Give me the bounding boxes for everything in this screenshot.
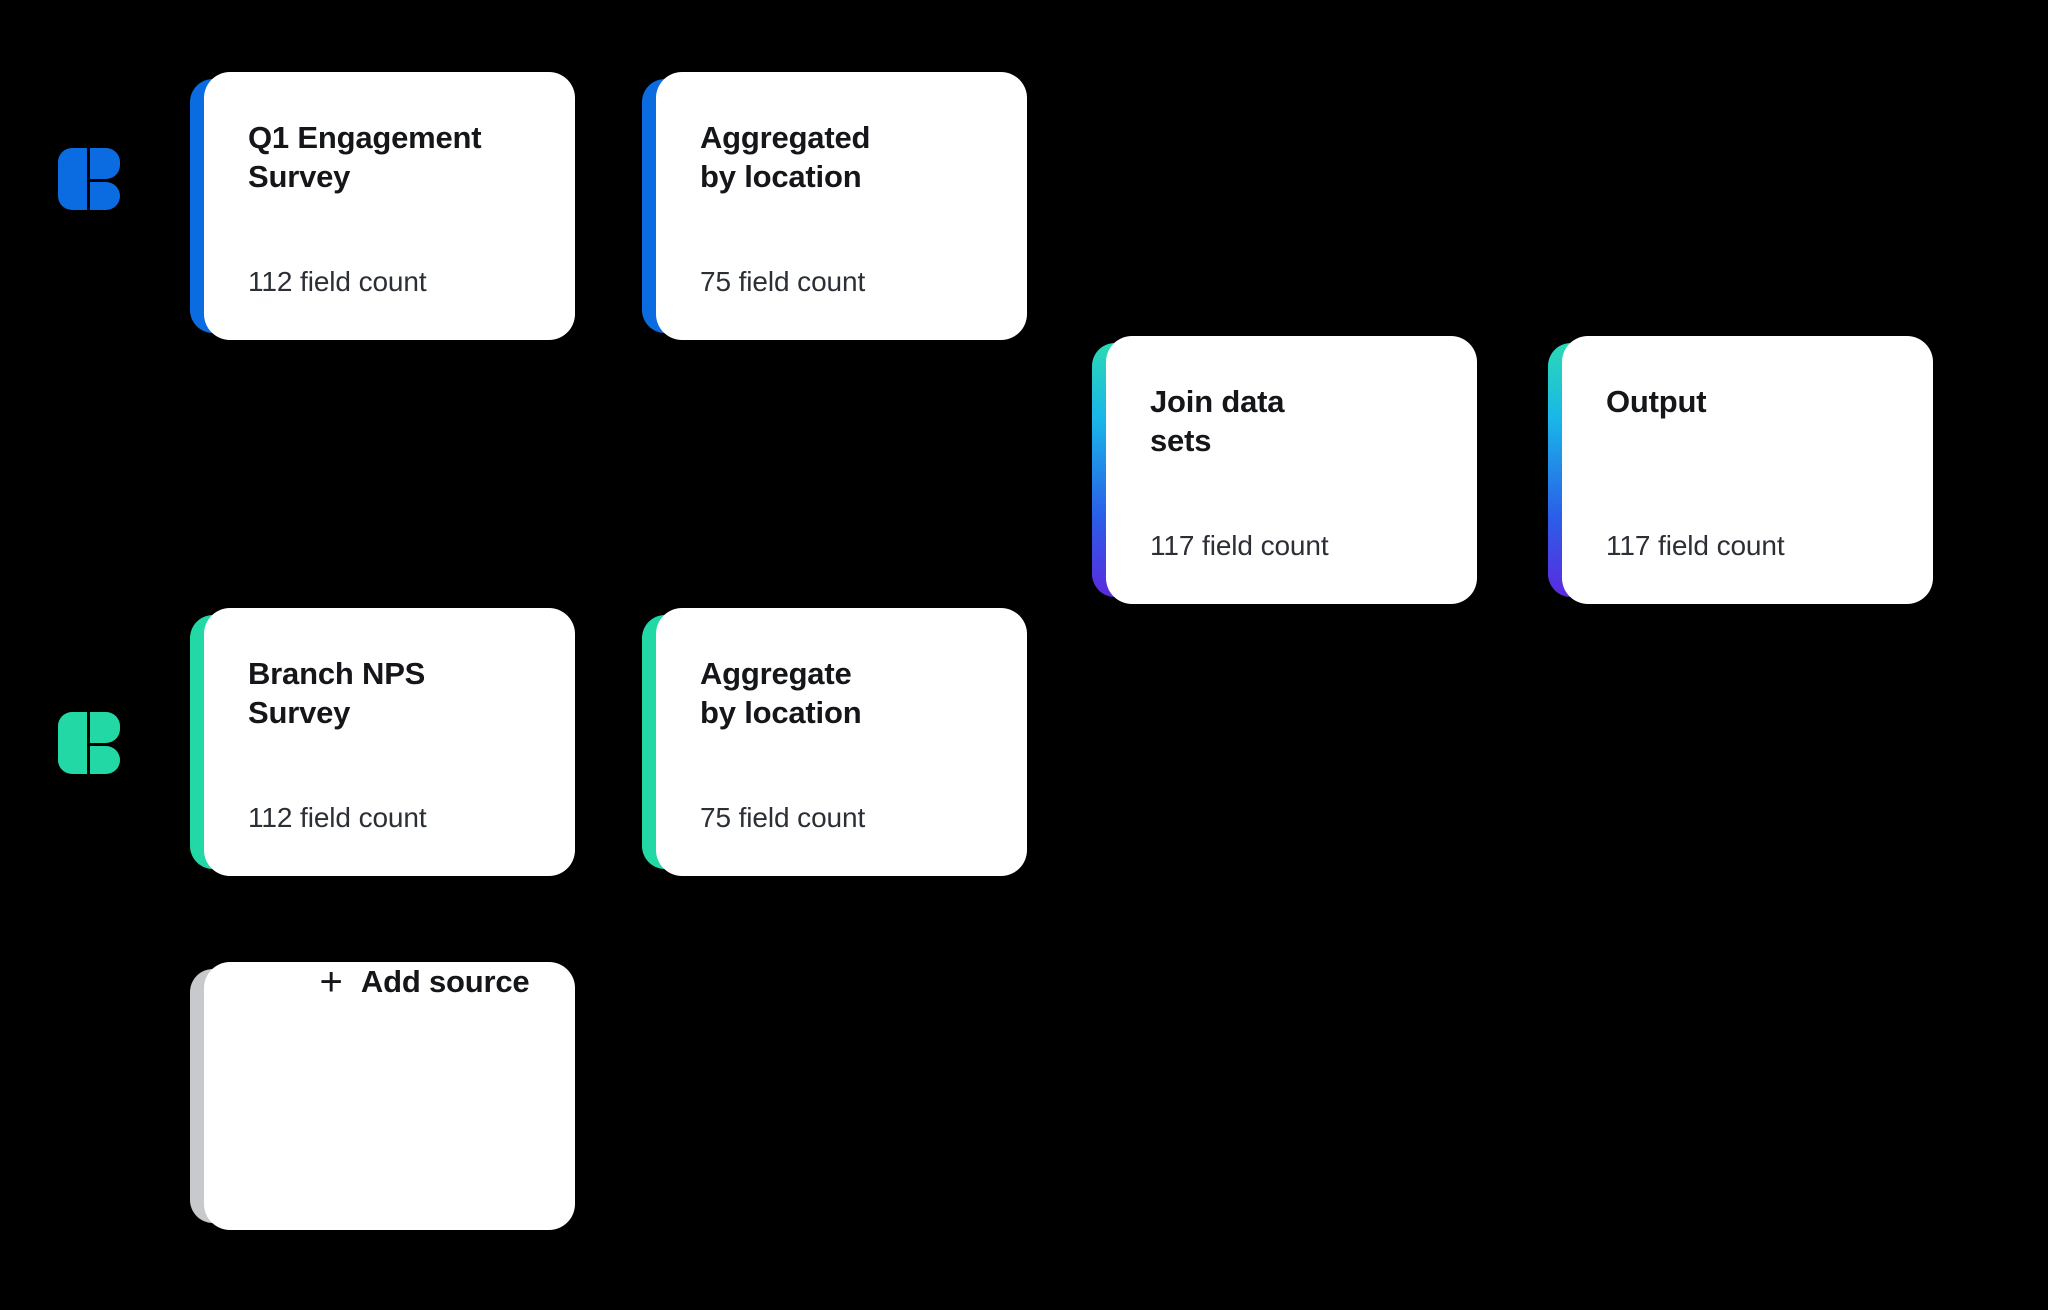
node-card[interactable]: Q1 Engagement Survey 112 field count xyxy=(204,72,575,340)
node-title: Output xyxy=(1606,384,1707,419)
node-field-count: 117 field count xyxy=(1606,529,1785,561)
node-card[interactable]: Output 117 field count xyxy=(1562,336,1933,604)
node-join-data-sets[interactable]: Join data sets 117 field count xyxy=(1092,336,1477,604)
source-glyph xyxy=(58,712,120,774)
blue-source-icon[interactable] xyxy=(58,148,120,210)
node-title: Aggregated by location xyxy=(700,120,871,195)
node-title: Q1 Engagement Survey xyxy=(248,120,482,195)
node-title: Branch NPS Survey xyxy=(248,656,426,731)
node-field-count: 112 field count xyxy=(248,265,427,297)
node-q1-engagement-survey[interactable]: Q1 Engagement Survey 112 field count xyxy=(190,72,575,340)
source-glyph xyxy=(58,148,120,210)
node-title: Join data sets xyxy=(1150,384,1285,459)
plus-icon: + xyxy=(319,960,343,1004)
add-source-label: Add source xyxy=(360,964,530,999)
node-field-count: 117 field count xyxy=(1150,529,1329,561)
node-field-count: 75 field count xyxy=(700,265,866,297)
node-card[interactable]: Join data sets 117 field count xyxy=(1106,336,1477,604)
node-card[interactable]: Aggregate by location 75 field count xyxy=(656,608,1027,876)
node-card[interactable]: Branch NPS Survey 112 field count xyxy=(204,608,575,876)
add-source-card[interactable]: + Add source xyxy=(190,962,575,1230)
node-output[interactable]: Output 117 field count xyxy=(1548,336,1933,604)
node-card[interactable]: Aggregated by location 75 field count xyxy=(656,72,1027,340)
node-title: Aggregate by location xyxy=(700,656,862,731)
node-field-count: 112 field count xyxy=(248,801,427,833)
node-aggregated-by-location[interactable]: Aggregated by location 75 field count xyxy=(642,72,1027,340)
add-source-button[interactable]: + Add source xyxy=(204,962,575,1230)
node-field-count: 75 field count xyxy=(700,801,866,833)
node-aggregate-by-location[interactable]: Aggregate by location 75 field count xyxy=(642,608,1027,876)
node-branch-nps-survey[interactable]: Branch NPS Survey 112 field count xyxy=(190,608,575,876)
green-source-icon[interactable] xyxy=(58,712,120,774)
